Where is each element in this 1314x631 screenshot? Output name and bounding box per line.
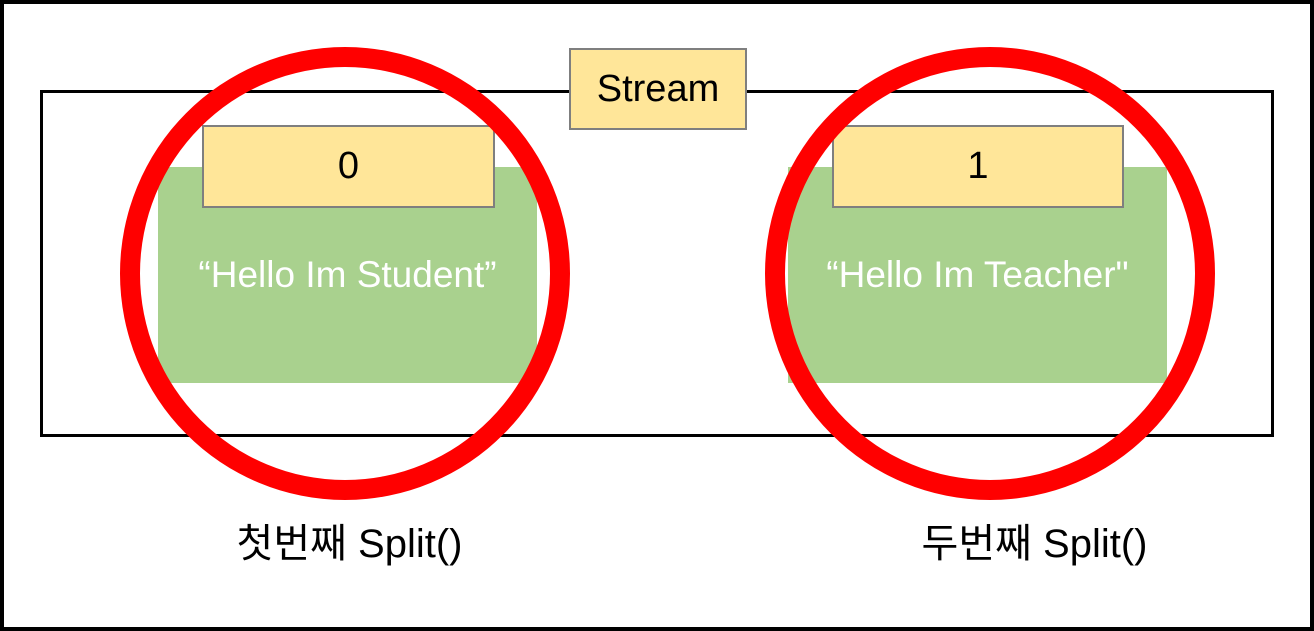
stream-label-box: Stream [569,48,747,130]
split-1-caption: 두번째 Split() [921,522,1148,566]
split-0-highlight-ellipse [120,47,570,500]
split-1-highlight-ellipse [765,47,1215,500]
stream-label: Stream [596,67,720,110]
split-0-caption: 첫번째 Split() [236,522,463,566]
